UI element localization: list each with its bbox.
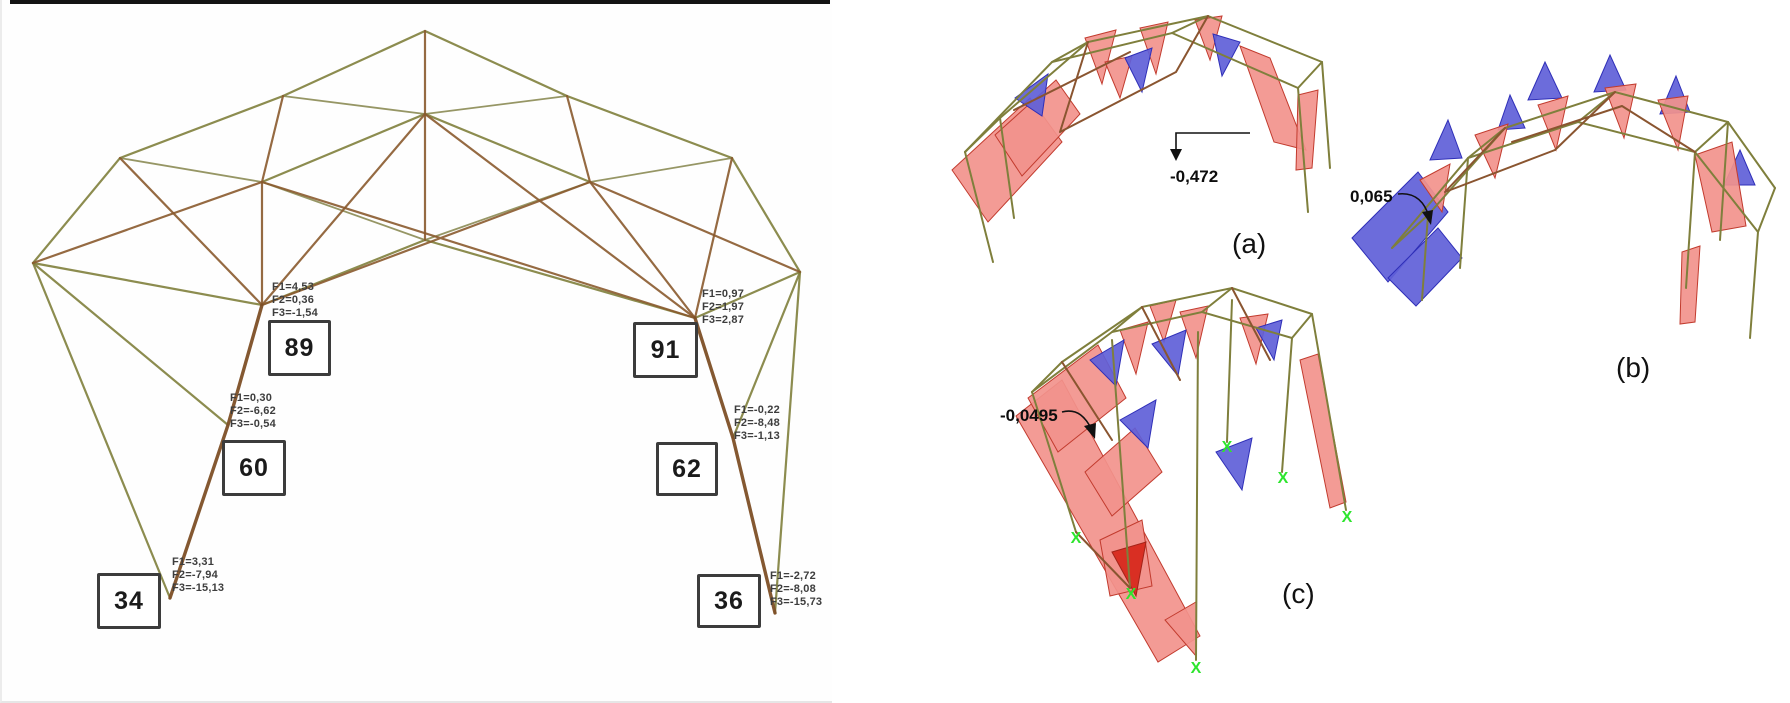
node-number: 89 — [284, 333, 315, 362]
node-box-91: 91 — [633, 322, 698, 378]
force-line: F1=0,30 — [230, 392, 273, 404]
node-box-34: 34 — [97, 573, 161, 629]
force-line: F2=-8,48 — [734, 417, 780, 429]
support-x-marker: X — [1071, 530, 1082, 547]
support-x-marker: X — [1342, 509, 1353, 526]
model-a-frame-lines — [964, 14, 1331, 263]
model-a — [951, 14, 1331, 263]
support-x-marker: X — [1222, 439, 1233, 456]
node-number: 34 — [114, 586, 144, 615]
node-box-62: 62 — [656, 442, 718, 496]
node-number: 36 — [714, 586, 744, 615]
node-box-36: 36 — [697, 574, 761, 628]
annotation-value-b: 0,065 — [1350, 187, 1393, 206]
force-line: F1=3,31 — [172, 556, 215, 568]
force-line: F2=1,97 — [702, 301, 745, 313]
annotation-value-c: -0,0495 — [1000, 406, 1058, 425]
force-line: F2=-8,08 — [770, 583, 816, 595]
truss-brown-members — [31, 29, 802, 615]
force-line: F3=-1,13 — [734, 430, 780, 442]
force-label-62: F1=-0,22 F2=-8,48 F3=-1,13 — [734, 404, 780, 443]
annotation-value-a: -0,472 — [1170, 167, 1219, 186]
view-label-a: (a) — [1232, 228, 1267, 259]
force-line: F1=-2,72 — [770, 570, 816, 582]
view-label-b: (b) — [1616, 352, 1651, 383]
model-c-positive-patches — [1015, 299, 1347, 663]
force-line: F2=-6,62 — [230, 405, 276, 417]
force-label-89: F1=4,53 F2=0,36 F3=-1,54 — [272, 281, 318, 320]
model-a-negative-patches — [1014, 33, 1241, 117]
view-label-c: (c) — [1282, 578, 1315, 609]
force-label-34: F1=3,31 F2=-7,94 F3=-15,13 — [172, 556, 224, 595]
force-line: F3=-0,54 — [230, 418, 276, 430]
force-label-91: F1=0,97 F2=1,97 F3=2,87 — [702, 288, 744, 327]
force-line: F2=0,36 — [272, 294, 315, 306]
model-b-annotation-arrow — [1397, 193, 1433, 225]
force-line: F3=-15,73 — [770, 596, 823, 608]
model-c: X X X X X X — [1015, 286, 1353, 677]
force-label-36: F1=-2,72 F2=-8,08 F3=-15,73 — [770, 570, 822, 609]
model-b-positive-patches — [1419, 83, 1747, 325]
support-x-marker: X — [1126, 586, 1137, 603]
force-line: F3=2,87 — [702, 314, 745, 326]
force-line: F3=-1,54 — [272, 307, 318, 319]
force-line: F1=0,97 — [702, 288, 745, 300]
model-c-annotation-arrow — [1061, 410, 1096, 439]
force-label-60: F1=0,30 F2=-6,62 F3=-0,54 — [230, 392, 276, 431]
node-number: 60 — [239, 453, 269, 482]
model-c-frame-lines — [1031, 286, 1347, 661]
model-c-support-markers: X X X X X X — [1071, 439, 1353, 677]
top-divider-rule — [10, 0, 830, 4]
model-a-annotation-arrow — [1170, 132, 1250, 161]
force-line: F1=4,53 — [272, 281, 315, 293]
model-a-positive-patches — [951, 15, 1319, 223]
support-x-marker: X — [1278, 470, 1289, 487]
model-b — [1351, 53, 1776, 339]
force-line: F3=-15,13 — [172, 582, 225, 594]
force-line: F1=-0,22 — [734, 404, 780, 416]
support-x-marker: X — [1191, 660, 1202, 677]
node-number: 62 — [672, 454, 702, 483]
force-line: F2=-7,94 — [172, 569, 218, 581]
node-box-60: 60 — [222, 440, 286, 496]
truss-wireframe — [31, 29, 802, 615]
node-number: 91 — [650, 335, 681, 364]
node-box-89: 89 — [268, 320, 331, 376]
model-b-frame-lines — [1391, 90, 1776, 339]
